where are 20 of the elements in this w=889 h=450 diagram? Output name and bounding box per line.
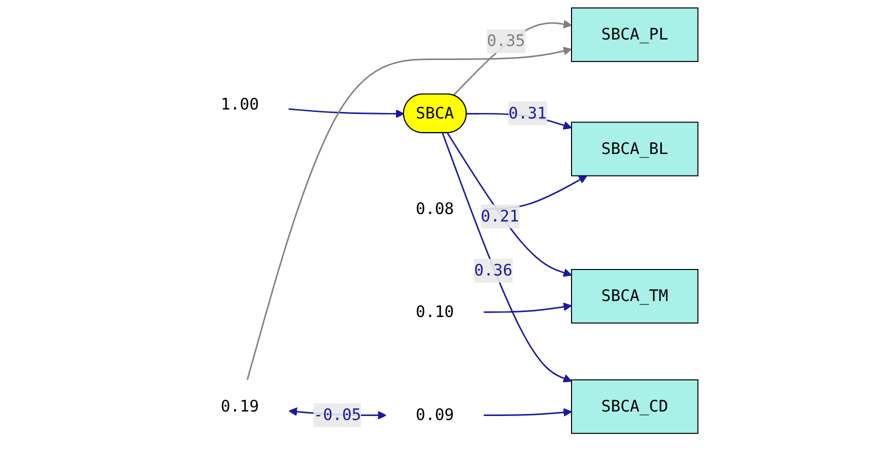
arrow (452, 20, 572, 96)
arrow (484, 408, 572, 417)
edge-label: 0.21 (480, 206, 520, 226)
node-text: 1.00 (220, 94, 259, 114)
node-text: 0.19 (220, 396, 259, 416)
arrow (446, 132, 572, 277)
edge-label: 0.31 (508, 103, 547, 122)
node-text: 0.08 (416, 199, 454, 218)
node-box: SBCA_CD (571, 379, 698, 434)
edge-label: 0.36 (474, 260, 512, 280)
arrow (288, 108, 404, 118)
arrow (442, 132, 572, 382)
edge-label: -0.05 (314, 405, 362, 424)
node-box: SBCA_TM (571, 269, 698, 324)
arrow (484, 302, 572, 313)
node-text: 0.10 (416, 302, 454, 322)
node-box: SBCA_PL (571, 7, 698, 62)
node-box: SBCA_BL (571, 122, 698, 176)
node-text: 0.09 (416, 405, 454, 424)
edge-label: 0.35 (486, 31, 526, 50)
